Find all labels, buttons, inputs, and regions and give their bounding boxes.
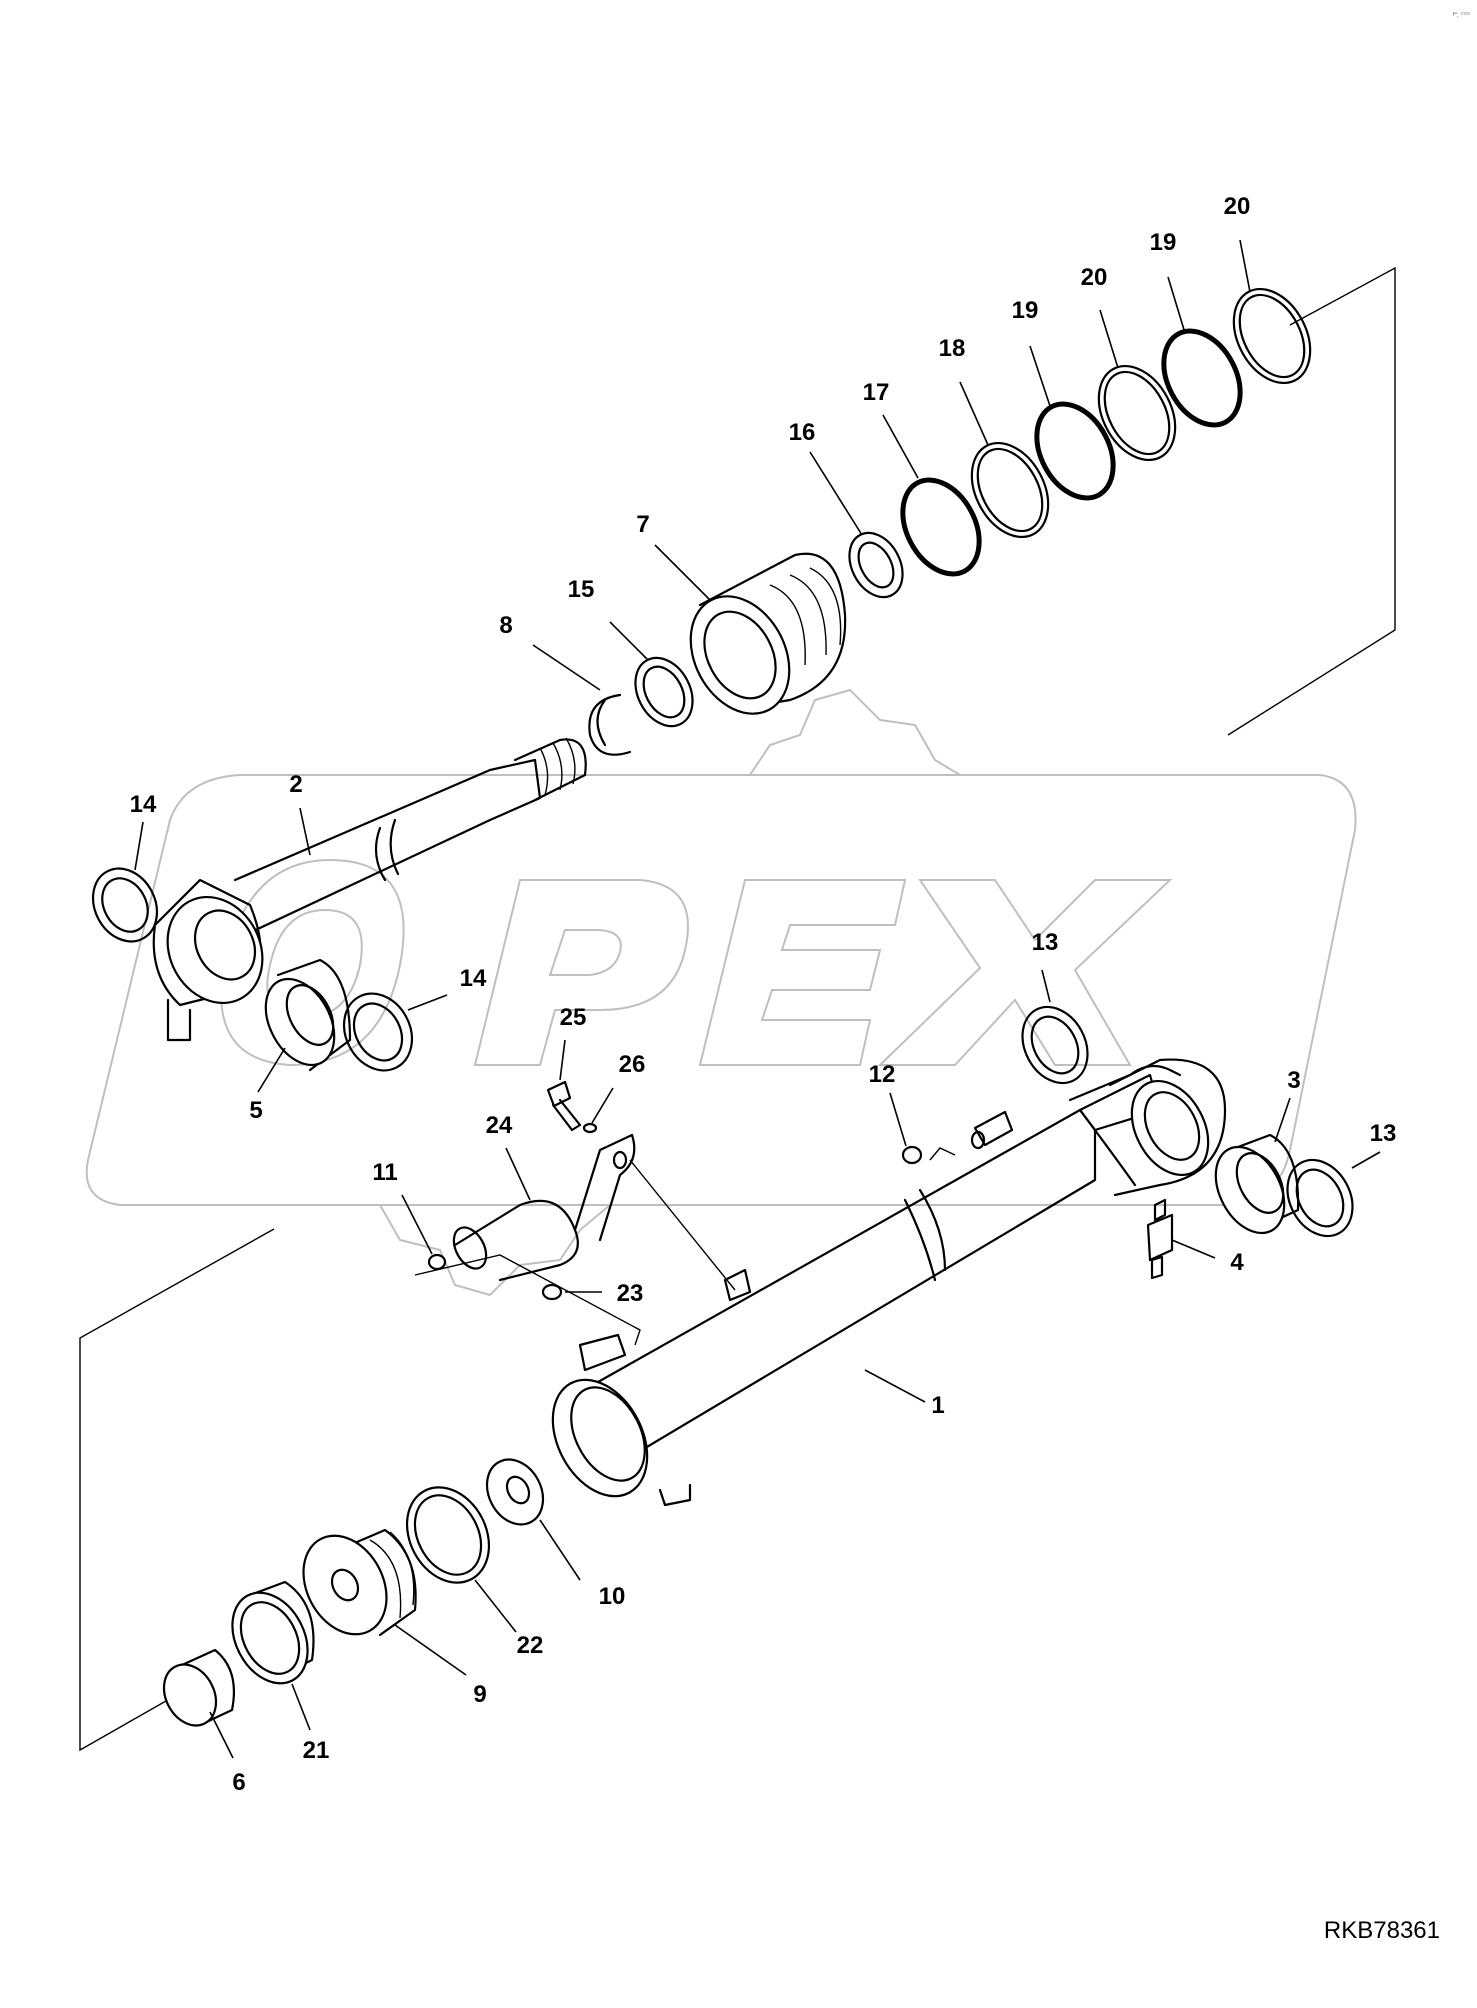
callout-2: 2	[289, 771, 302, 798]
part-23-o-ring	[541, 1283, 563, 1301]
part-14-left-lower-seal	[342, 992, 414, 1072]
part-11-o-ring	[427, 1253, 447, 1271]
callout-26: 26	[619, 1051, 646, 1078]
assembly-frame-lines	[79, 266, 1396, 1752]
part-21-ring	[231, 1580, 315, 1685]
callout-14-lower: 14	[460, 965, 487, 992]
part-1-cylinder-tube	[551, 1064, 1182, 1507]
callout-15: 15	[568, 576, 595, 603]
part-7-cylinder-head	[689, 552, 847, 715]
part-16-bushing	[848, 531, 904, 599]
callout-13-lower: 13	[1370, 1120, 1397, 1147]
part-4-grease-fitting	[1146, 1198, 1174, 1280]
part-20-upper-ring	[1232, 287, 1312, 385]
callout-16: 16	[789, 419, 816, 446]
part-13-right-upper-seal	[1021, 1005, 1089, 1085]
callout-11: 11	[372, 1159, 397, 1186]
callout-23: 23	[617, 1280, 644, 1307]
part-13-right-lower-seal	[1286, 1158, 1354, 1238]
part-9-piston	[302, 1528, 417, 1637]
part-8-snap-ring	[588, 693, 632, 756]
bracket-line	[629, 1159, 736, 1291]
part-3-bushing	[1214, 1133, 1300, 1235]
part-2-piston-rod	[152, 737, 587, 1042]
part-26-washer	[582, 1122, 598, 1134]
part-1-port-fitting	[929, 1110, 1014, 1161]
callouts: 20 19 20 19 18 17 16 7 15 8 2 14 14 5 25…	[130, 193, 1397, 1796]
callout-19-second: 19	[1012, 297, 1039, 324]
callout-3: 3	[1287, 1067, 1300, 1094]
callout-6: 6	[232, 1769, 245, 1796]
drawing-number: RKB78361	[1324, 1917, 1440, 1944]
callout-22: 22	[517, 1632, 544, 1659]
part-19-upper-ring	[1161, 328, 1243, 428]
part-14-left-upper-seal	[91, 867, 159, 943]
part-18-ring	[970, 441, 1050, 539]
part-10-nut	[485, 1458, 545, 1526]
callout-18: 18	[939, 335, 966, 362]
callout-10: 10	[599, 1583, 626, 1610]
callout-24: 24	[486, 1112, 513, 1139]
part-1-clevis-eye	[1108, 1058, 1227, 1197]
callout-5: 5	[249, 1097, 262, 1124]
callout-14-upper: 14	[130, 791, 157, 818]
part-17-ring	[900, 477, 982, 577]
part-12-o-ring	[901, 1145, 923, 1165]
corner-mark: ⌐᷊ ▫▫▫	[1453, 8, 1470, 18]
part-6-bushing	[162, 1648, 236, 1727]
part-20-lower-ring	[1097, 364, 1177, 462]
callout-7: 7	[636, 511, 649, 538]
part-15-ring	[634, 656, 694, 728]
callout-4: 4	[1230, 1249, 1244, 1276]
part-5-bushing	[264, 958, 352, 1072]
callout-12: 12	[869, 1061, 896, 1088]
callout-21: 21	[303, 1737, 330, 1764]
callout-20-second: 20	[1081, 264, 1108, 291]
part-25-bolt	[546, 1080, 582, 1132]
callout-19-top: 19	[1150, 229, 1177, 256]
part-24-pipe	[452, 1133, 636, 1282]
callout-1: 1	[931, 1392, 944, 1419]
callout-8: 8	[499, 612, 512, 639]
part-19-lower-ring	[1034, 401, 1116, 501]
callout-25: 25	[560, 1004, 587, 1031]
callout-9: 9	[473, 1681, 486, 1708]
callout-17: 17	[863, 379, 890, 406]
callout-13-upper: 13	[1032, 929, 1059, 956]
part-22-ring	[405, 1486, 491, 1584]
callout-20-top: 20	[1224, 193, 1251, 220]
leader-lines	[134, 239, 1381, 1759]
